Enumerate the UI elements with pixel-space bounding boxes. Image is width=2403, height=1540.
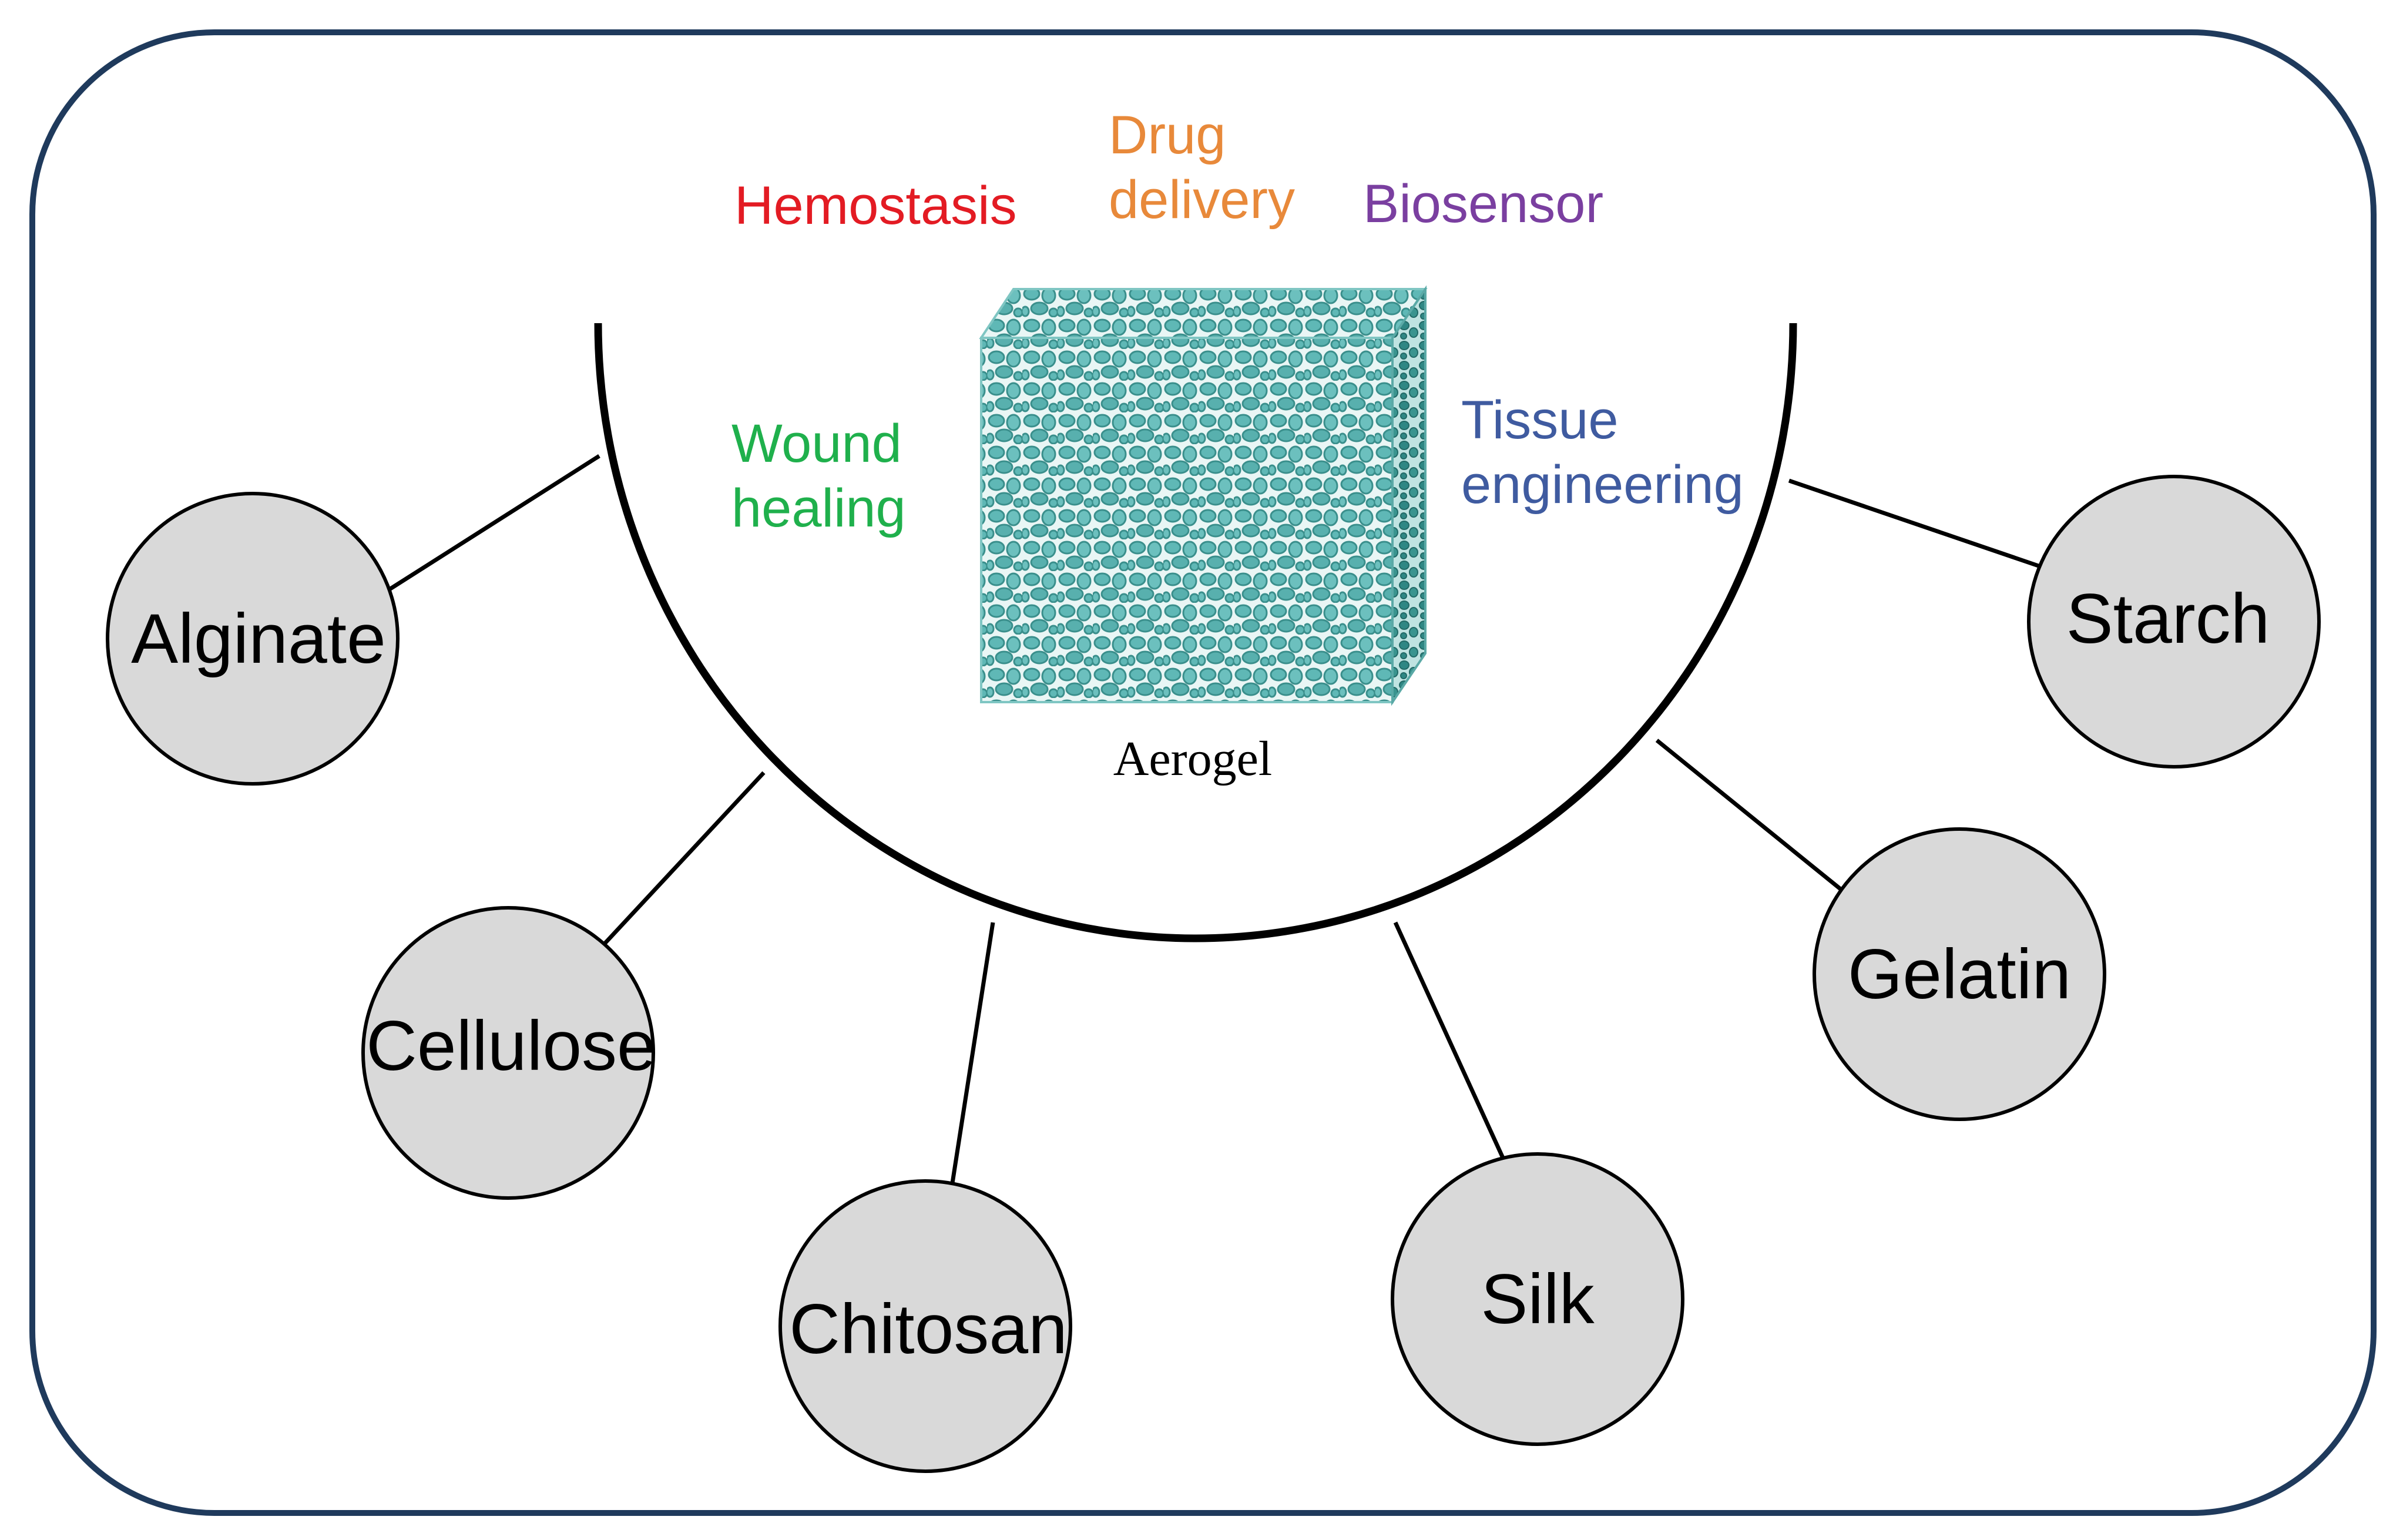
material-label-gelatin: Gelatin [1847,935,2072,1014]
material-nodes [106,475,2321,1473]
application-hemostasis: Hemostasis [734,176,1017,236]
material-label-silk: Silk [1481,1260,1595,1338]
center-label: Aerogel [1113,732,1273,786]
node-gelatin [1813,827,2106,1121]
aerogel-arc [594,323,1797,942]
connector-chitosan [949,922,995,1187]
material-label-chitosan: Chitosan [789,1290,1068,1368]
node-alginate [106,492,400,786]
application-tissue-engineering: Tissue engineering [1461,390,1744,515]
node-chitosan [778,1179,1072,1473]
aerogel-cube-image [979,285,1428,706]
application-wound-healing: Wound healing [731,414,906,539]
material-label-cellulose: Cellulose [366,1006,656,1085]
node-silk [1391,1152,1684,1446]
connector-cellulose [603,771,766,945]
connector-lines [384,454,2052,1187]
connector-alginate [384,454,600,594]
connector-starch [1788,478,2052,572]
node-cellulose [361,906,655,1200]
connector-gelatin [1655,739,1844,892]
material-label-alginate: Alginate [131,599,386,678]
application-drug-delivery: Drug delivery [1109,105,1296,230]
connector-silk [1393,921,1506,1162]
outer-frame [29,29,2377,1516]
application-biosensor: Biosensor [1363,174,1604,234]
node-starch [2027,475,2321,769]
material-label-starch: Starch [2066,579,2270,658]
